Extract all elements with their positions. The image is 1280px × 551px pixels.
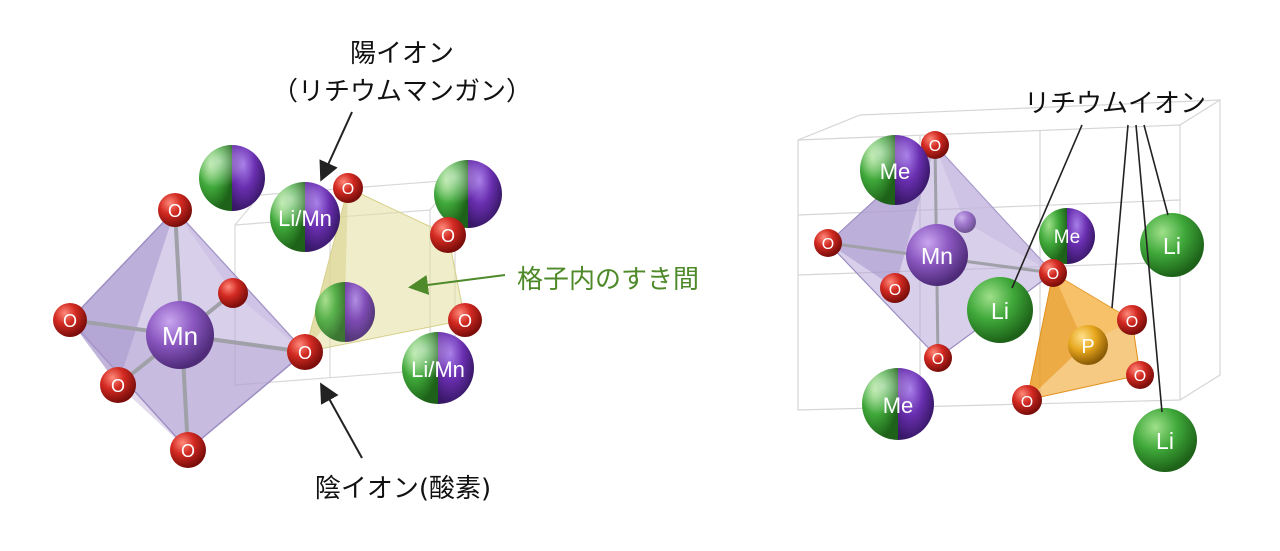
atom-mn: Mn [146, 301, 214, 369]
atom-o-top: O [158, 193, 192, 227]
atom-li-mn-interstitial [315, 282, 375, 342]
atom-o-label: O [822, 236, 834, 253]
atom-o-r5: O [1039, 259, 1067, 287]
atom-o-label: O [1134, 368, 1146, 385]
atom-p: P [1068, 325, 1108, 365]
lithium-callout-lines [1011, 124, 1169, 413]
atom-li-label: Li [1156, 428, 1174, 454]
atom-o-label: O [889, 282, 901, 299]
atom-me-label: Me [883, 393, 914, 418]
atom-mn-label: Mn [162, 321, 198, 351]
atom-o-r1: O [921, 131, 949, 159]
atom-o-center: O [287, 334, 323, 370]
atom-li-mn-label: Li/Mn [278, 206, 332, 231]
atom-o-label: O [1126, 314, 1138, 331]
atom-o-label: O [932, 351, 944, 368]
atom-li-2: Li [1140, 213, 1204, 277]
atom-me-top: Me [860, 135, 930, 205]
atom-li-1: Li [967, 277, 1033, 343]
atom-mn-label: Mn [921, 243, 953, 269]
callout-anion-label: 陰イオン(酸素) [315, 474, 491, 504]
atom-me-bottom: Me [862, 368, 934, 440]
atom-li-mn-lower: Li/Mn [402, 332, 474, 404]
atom-o-r4: O [924, 344, 952, 372]
atom-li-mn-top-right [434, 160, 502, 228]
atom-me-label: Me [1054, 227, 1080, 248]
atom-o-lower-left: O [100, 367, 136, 403]
atom-o-label: O [1047, 266, 1059, 283]
atom-li-mn-top-left [199, 145, 265, 211]
callout-cation-line1: 陽イオン [350, 39, 454, 69]
anion-arrow [320, 382, 363, 459]
atom-o-bottom: O [170, 432, 206, 468]
atom-p-label: P [1081, 336, 1094, 358]
atom-li-mn-upper: Li/Mn [270, 182, 340, 252]
atom-o-label: O [298, 343, 312, 363]
atom-li-label: Li [991, 298, 1009, 324]
atom-o-r7: O [1126, 361, 1154, 389]
atom-li-label: Li [1163, 233, 1181, 259]
atom-o-label: O [929, 138, 941, 155]
atom-o-label: O [181, 441, 195, 461]
atom-li-3: Li [1133, 408, 1197, 472]
atom-me-mid: Me [1039, 208, 1095, 264]
atom-o-label: O [458, 311, 472, 331]
atom-o-back [218, 278, 248, 308]
atom-o-label: O [168, 201, 182, 221]
callout-lithium-ion: リチウムイオン [1024, 89, 1206, 119]
right-diagram: Me O O O O O O O [797, 89, 1221, 472]
atom-o-upper-mid: O [333, 173, 363, 203]
atom-o-label: O [1021, 394, 1033, 411]
callout-interstitial: 格子内のすき間 [408, 265, 699, 295]
atom-mn-back [954, 211, 976, 233]
atom-o-label: O [441, 226, 455, 246]
atom-o-label: O [63, 311, 77, 331]
atom-o-r6: O [1117, 305, 1147, 335]
atom-me-label: Me [880, 159, 911, 184]
atom-o-r3: O [880, 273, 910, 303]
cation-arrow [319, 111, 353, 182]
atom-li-mn-label: Li/Mn [411, 357, 465, 382]
interstitial-arrow [408, 274, 506, 295]
atom-o-r8: O [1012, 385, 1042, 415]
callout-anion: 陰イオン(酸素) [315, 382, 491, 504]
left-diagram: O O O O O O O O [53, 39, 699, 504]
atom-o-label: O [342, 181, 354, 198]
atom-o-label: O [111, 376, 125, 396]
callout-cation-line2: （リチウムマンガン） [272, 77, 532, 107]
callout-cation: 陽イオン （リチウムマンガン） [272, 39, 532, 182]
atom-o-right-lower: O [448, 303, 482, 337]
atom-o-right-upper: O [430, 217, 466, 253]
atom-mn-right: Mn [906, 224, 968, 286]
callout-interstitial-label: 格子内のすき間 [517, 265, 699, 295]
atom-o-left: O [53, 303, 87, 337]
atom-o-r2: O [814, 229, 842, 257]
